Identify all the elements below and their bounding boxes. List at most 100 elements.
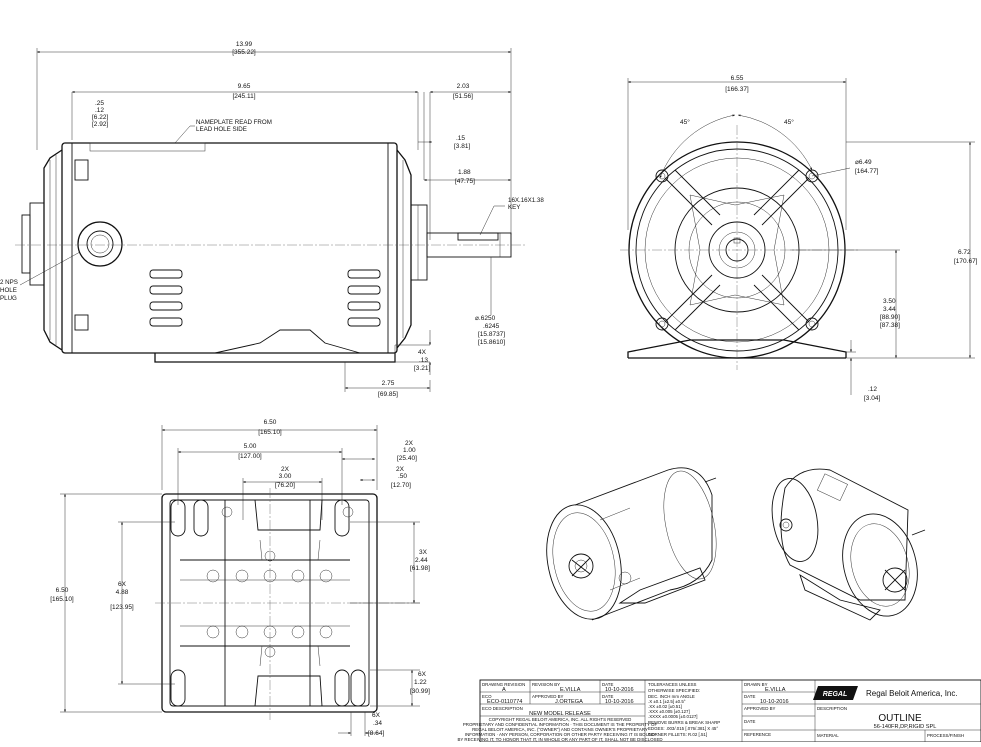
plug-note: 2 NPS HOLE PLUG	[0, 279, 18, 302]
svg-text:[76.20]: [76.20]	[275, 482, 295, 489]
svg-text:⌀.6250: ⌀.6250	[475, 315, 496, 322]
svg-text:2X: 2X	[396, 466, 405, 473]
svg-text:DATE: DATE	[744, 694, 755, 699]
regal-logo: REGAL	[813, 686, 858, 700]
svg-text:6.50: 6.50	[264, 419, 277, 426]
svg-text:3X: 3X	[419, 549, 428, 556]
svg-text:ECO DESCRIPTION: ECO DESCRIPTION	[482, 706, 523, 711]
svg-text:.12: .12	[95, 107, 104, 114]
svg-text:DRAWN BY: DRAWN BY	[744, 682, 768, 687]
svg-text:6.72: 6.72	[958, 249, 971, 256]
svg-text:[123.95]: [123.95]	[110, 604, 134, 611]
base-thick-dim: 4X .13 [3.21]	[414, 349, 430, 372]
svg-text:LEAD HOLE SIDE: LEAD HOLE SIDE	[196, 126, 247, 133]
svg-text:OTHERWISE SPECIFIED:: OTHERWISE SPECIFIED:	[648, 688, 700, 693]
svg-text:APPROVED BY: APPROVED BY	[744, 706, 776, 711]
svg-text:16X.16X1.38: 16X.16X1.38	[508, 197, 544, 204]
svg-text:4.88: 4.88	[116, 589, 129, 596]
svg-text:[355.22]: [355.22]	[232, 49, 256, 56]
shaft-ext-dim: 2.03 [51.56]	[453, 83, 473, 100]
svg-text:.6245: .6245	[483, 323, 500, 330]
svg-text:.X ±0.1 [±2.5]: .X ±0.1 [±2.5] ±0.5°	[648, 699, 686, 704]
base-gap-dim: .12 [3.04]	[864, 386, 880, 402]
svg-text:[2.92]: [2.92]	[92, 121, 108, 128]
svg-text:5.00: 5.00	[244, 443, 257, 450]
top-offset-dim: .25 .12 [6.22] [2.92]	[92, 100, 108, 128]
drawing-subtitle: 56-140FR,DP,RIGID SPL	[874, 724, 937, 730]
key-note: 16X.16X1.38 KEY	[508, 197, 544, 211]
svg-text:[15.8610]: [15.8610]	[478, 339, 505, 346]
svg-text:.XXX ±0.005 [±0.127]: .XXX ±0.005 [±0.127]	[648, 709, 690, 714]
svg-text:[165.10]: [165.10]	[258, 429, 282, 436]
svg-text:NEW MODEL RELEASE: NEW MODEL RELEASE	[529, 711, 591, 717]
svg-text:.13: .13	[419, 357, 428, 364]
svg-text:[245.11]: [245.11]	[232, 93, 255, 100]
svg-text:[88.90]: [88.90]	[880, 314, 900, 321]
svg-text:DATE: DATE	[602, 694, 613, 699]
svg-text:2X: 2X	[405, 440, 414, 447]
svg-text:NAMEPLATE READ FROM: NAMEPLATE READ FROM	[196, 119, 272, 126]
svg-text:APPROVED BY: APPROVED BY	[532, 694, 564, 699]
svg-text:1.22: 1.22	[414, 679, 427, 686]
drawing-title: OUTLINE	[878, 713, 922, 724]
svg-text:6X: 6X	[118, 581, 127, 588]
svg-text:[6.22]: [6.22]	[92, 114, 108, 121]
svg-text:[3.21]: [3.21]	[414, 365, 430, 372]
svg-text:REVISION BY: REVISION BY	[532, 682, 560, 687]
svg-text:INFORMATION · ANY PERSON, CORP: INFORMATION · ANY PERSON, CORPORATION OR…	[465, 732, 655, 737]
motor-end-outline	[620, 125, 860, 370]
svg-text:A: A	[502, 687, 506, 693]
end-height-dim: 6.72 [170.67]	[954, 249, 978, 265]
svg-text:10-10-2016: 10-10-2016	[605, 699, 634, 705]
svg-text:BY RECEIVING IT, TO HONOR THAT: BY RECEIVING IT, TO HONOR THAT IT, IN WH…	[457, 737, 662, 742]
svg-text:DATE: DATE	[602, 682, 613, 687]
svg-text:.XXXX ±0.0005 [±0.0127]: .XXXX ±0.0005 [±0.0127]	[648, 714, 698, 719]
svg-text:REGAL: REGAL	[823, 691, 848, 698]
svg-text:.XX ±0.02 [±0.51]: .XX ±0.02 [±0.51]	[648, 704, 682, 709]
svg-text:[166.37]: [166.37]	[725, 86, 749, 93]
svg-text:MATERIAL: MATERIAL	[817, 733, 839, 738]
svg-text:[69.85]: [69.85]	[378, 391, 398, 398]
svg-text:[25.40]: [25.40]	[397, 455, 417, 462]
slot-width-small-dim: 6X .34 [8.64]	[368, 712, 384, 737]
svg-text:ECO: ECO	[482, 694, 492, 699]
svg-text:⌀6.49: ⌀6.49	[855, 159, 872, 166]
side-view: 13.99 [355.22] 9.65 [245.11] 2.03 [51.56…	[0, 41, 544, 398]
svg-text:6X: 6X	[372, 712, 381, 719]
svg-text:PROCESS/FINISH: PROCESS/FINISH	[927, 733, 964, 738]
base-plate-view: 6.50 [165.10] 5.00 [127.00] 2X 1.00 [25.…	[50, 419, 430, 737]
shoulder-dim: .15 [3.81]	[454, 135, 470, 150]
svg-text:[61.98]: [61.98]	[410, 565, 430, 572]
bolt-circle-dim: ⌀6.49 [164.77]	[855, 159, 879, 175]
svg-text:6X: 6X	[418, 671, 427, 678]
base-height-dim: 6.50 [165.10]	[50, 587, 74, 603]
svg-text:2.44: 2.44	[415, 557, 428, 564]
svg-text:3.00: 3.00	[279, 473, 292, 480]
svg-text:HOLE: HOLE	[0, 287, 17, 294]
base-offset-dim: 2.75 [69.85]	[378, 380, 398, 398]
svg-text:.50: .50	[398, 473, 407, 480]
overall-length-dim: 13.99 [355.22]	[232, 41, 256, 56]
svg-text:10-10-2016: 10-10-2016	[760, 699, 789, 705]
base-plate-outline	[155, 488, 420, 720]
company-name: Regal Beloit America, Inc.	[866, 689, 958, 698]
svg-text:10-10-2016: 10-10-2016	[605, 687, 634, 693]
svg-text:[164.77]: [164.77]	[855, 168, 879, 175]
svg-text:PROPRIETARY AND CONFIDENTIAL I: PROPRIETARY AND CONFIDENTIAL INFORMATION…	[463, 722, 658, 727]
svg-text:EDGES: .003/.015 [.076/.381] X: EDGES: .003/.015 [.076/.381] X 45°	[648, 726, 718, 731]
svg-text:DEC. INCH mm A: DEC. INCH mm ANGLE	[648, 694, 695, 699]
svg-text:CORNER FILLETS: R.02 [.51]: CORNER FILLETS: R.02 [.51]	[648, 732, 707, 737]
shaft-height-dim: 3.50 3.44 [88.90] [87.38]	[880, 298, 900, 329]
svg-text:.34: .34	[373, 720, 382, 727]
isometric-view-rear	[771, 468, 926, 621]
svg-text:E.VILLA: E.VILLA	[765, 687, 786, 693]
svg-text:2.75: 2.75	[382, 380, 395, 387]
svg-text:DESCRIPTION: DESCRIPTION	[817, 706, 847, 711]
svg-text:6.55: 6.55	[731, 75, 744, 82]
svg-text:[87.38]: [87.38]	[880, 322, 900, 329]
slot-width-dim: 2X 1.00 [25.40]	[397, 440, 417, 462]
end-view: 6.55 [166.37] 45° 45°	[620, 75, 978, 402]
slot-length-dim: 6X 1.22 [30.99]	[410, 671, 430, 695]
svg-text:DRAWING REVISION: DRAWING REVISION	[482, 682, 525, 687]
svg-text:[170.67]: [170.67]	[954, 258, 978, 265]
